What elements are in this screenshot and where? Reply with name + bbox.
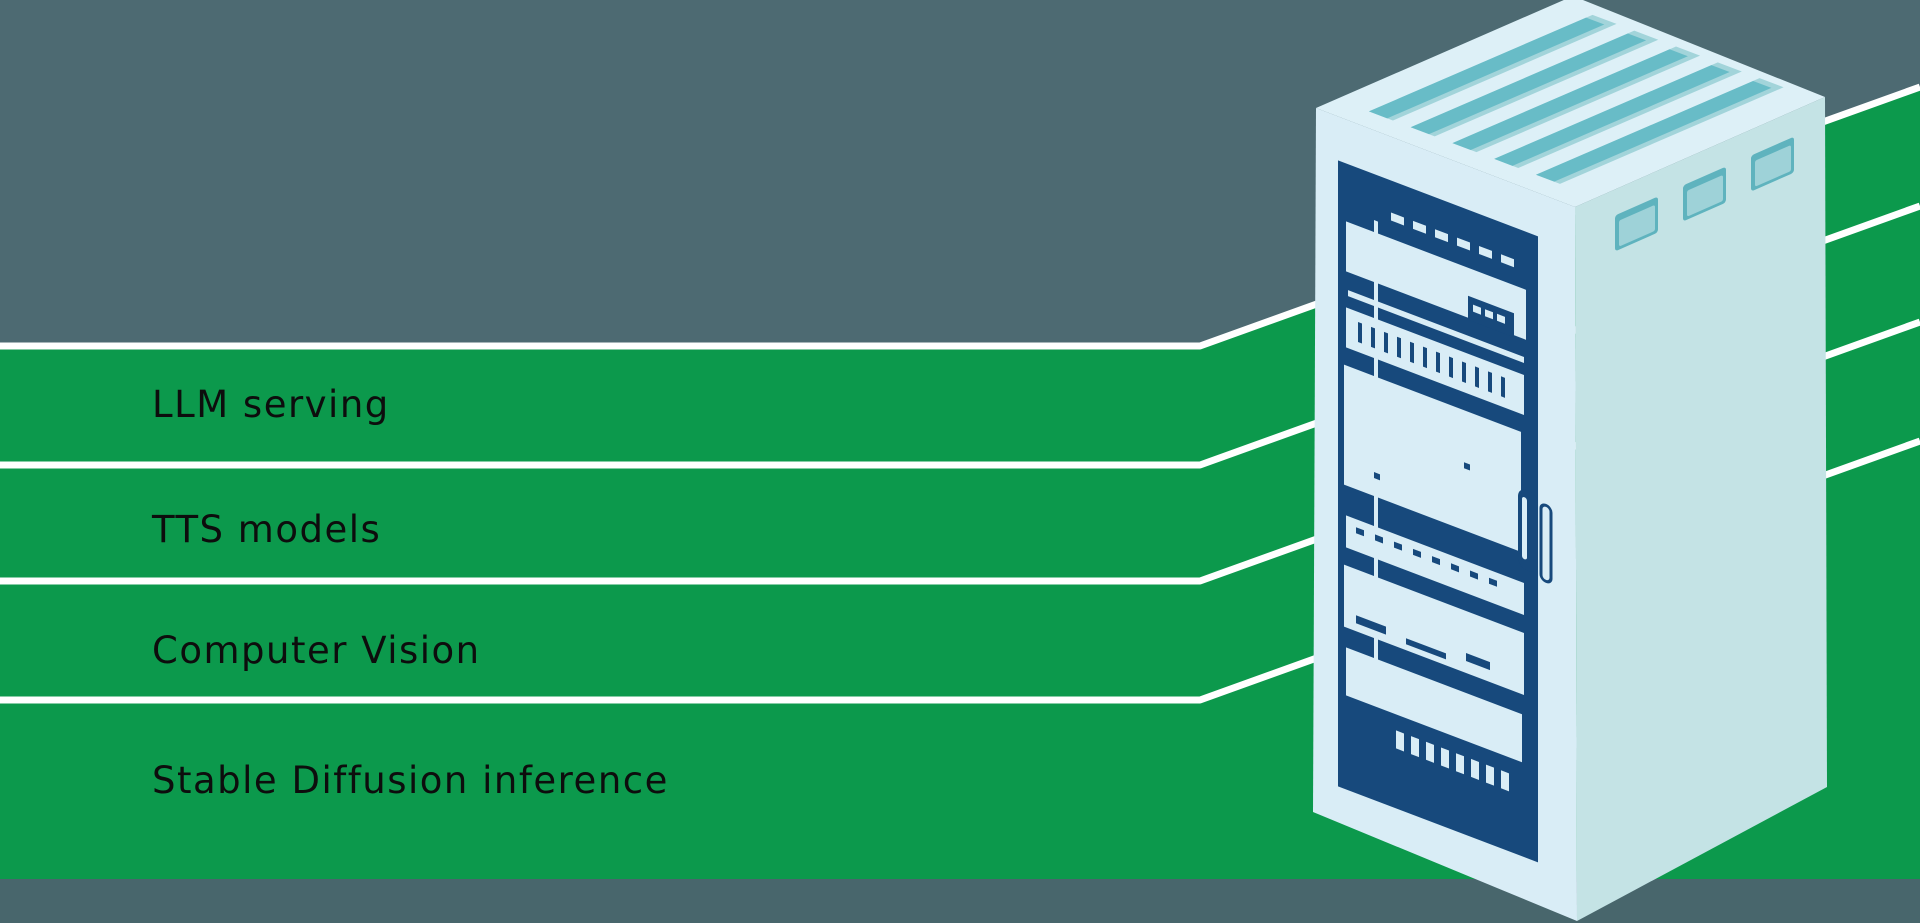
rack-front-panel	[1338, 160, 1553, 863]
rack-unit	[1346, 221, 1526, 340]
side-vent-slot	[1619, 205, 1655, 246]
band-label-tts-models: TTS models	[152, 508, 382, 551]
top-vent-slat	[1368, 17, 1605, 119]
rack-side-face	[1575, 97, 1827, 921]
rack-top-slats	[1368, 14, 1784, 184]
rack-side-vents	[1615, 137, 1794, 251]
band-label-llm-serving: LLM serving	[152, 383, 390, 426]
door-handle-icon	[1518, 489, 1553, 584]
top-vent-slat	[1535, 80, 1772, 182]
rack-unit	[1346, 307, 1524, 416]
side-vent-slot	[1755, 145, 1791, 187]
top-vent-slat	[1494, 65, 1730, 166]
top-vent-slat	[1410, 33, 1647, 135]
band-label-computer-vision: Computer Vision	[152, 629, 481, 672]
band-label-stable-diffusion-inference: Stable Diffusion inference	[152, 759, 669, 802]
server-rack-illustration	[1313, 0, 1827, 921]
panel-dash-row	[1391, 212, 1514, 268]
rack-unit	[1344, 364, 1521, 552]
side-vent-slot	[1687, 175, 1723, 217]
rack-unit	[1346, 515, 1524, 616]
top-vent-slat	[1452, 49, 1688, 151]
panel-line	[1348, 290, 1524, 364]
rack-unit	[1344, 564, 1524, 696]
rack-unit	[1346, 647, 1522, 792]
